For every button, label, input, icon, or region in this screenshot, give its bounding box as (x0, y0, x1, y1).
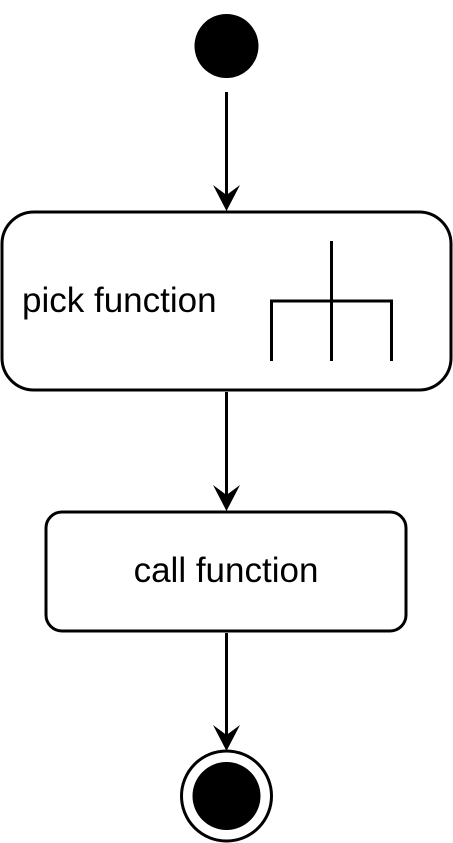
action-pick-function-label: pick function (22, 281, 217, 320)
arrowhead (213, 185, 240, 211)
final-node-core (192, 762, 261, 830)
final-node[interactable] (180, 749, 273, 843)
arrowhead (213, 725, 240, 751)
action-call-function-box[interactable] (44, 510, 408, 633)
edge-pick-to-call (213, 392, 240, 511)
edge-call-to-end (213, 633, 240, 751)
action-call-function-label: call function (134, 551, 319, 590)
rake-icon (270, 241, 393, 361)
edge-start-to-pick (213, 92, 240, 211)
action-call-function[interactable]: call function (44, 510, 408, 633)
arrowhead (213, 485, 240, 511)
initial-node[interactable] (194, 14, 259, 78)
action-pick-function[interactable]: pick function (0, 210, 453, 392)
action-pick-function-box[interactable] (0, 210, 453, 392)
